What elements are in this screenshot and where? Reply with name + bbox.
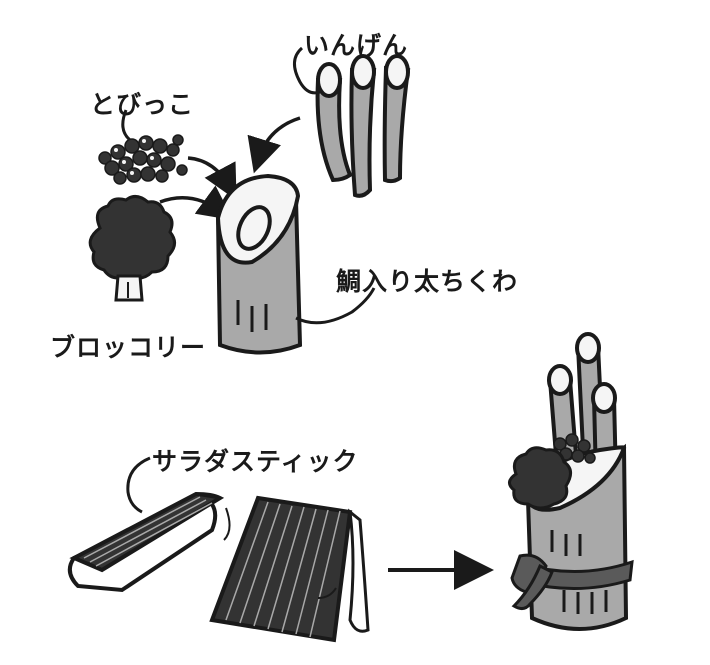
label-broccoli: ブロッコリー — [50, 333, 207, 362]
salad-stick-roll — [67, 491, 225, 593]
salad-stick-sheet-lines — [225, 501, 341, 638]
result-band — [510, 553, 634, 611]
arrow-ingen — [247, 116, 301, 174]
result-beans — [547, 332, 619, 482]
result-broccoli — [508, 446, 572, 510]
salad-stick-sheet — [209, 495, 353, 643]
result-roe — [553, 433, 596, 464]
label-chikuwa: 鯛入り太ちくわ — [336, 267, 519, 296]
arrow-broccoli — [159, 185, 234, 221]
chikuwa-lines — [236, 300, 268, 332]
strip-curl-arrow — [317, 587, 337, 599]
roll-curl-arrow — [223, 507, 231, 541]
tobikko-leader — [121, 109, 132, 142]
salad-stick-leader — [126, 456, 151, 514]
chikuwa — [215, 173, 303, 355]
peeled-strip — [348, 508, 370, 633]
label-salad-stick: サラダスティック — [152, 447, 359, 476]
chikuwa-leader — [295, 287, 376, 325]
arrow-tobikko — [187, 156, 237, 201]
broccoli — [88, 195, 176, 302]
label-ingen: いんげん — [304, 31, 409, 60]
tobikko-roe — [98, 134, 188, 185]
green-beans — [315, 54, 411, 198]
salad-stick-roll-lines — [83, 496, 213, 567]
result-body-lines — [550, 530, 608, 614]
ingen-leader — [293, 46, 321, 95]
tobikko-highlights — [114, 139, 154, 175]
label-tobikko: とびっこ — [90, 90, 195, 119]
